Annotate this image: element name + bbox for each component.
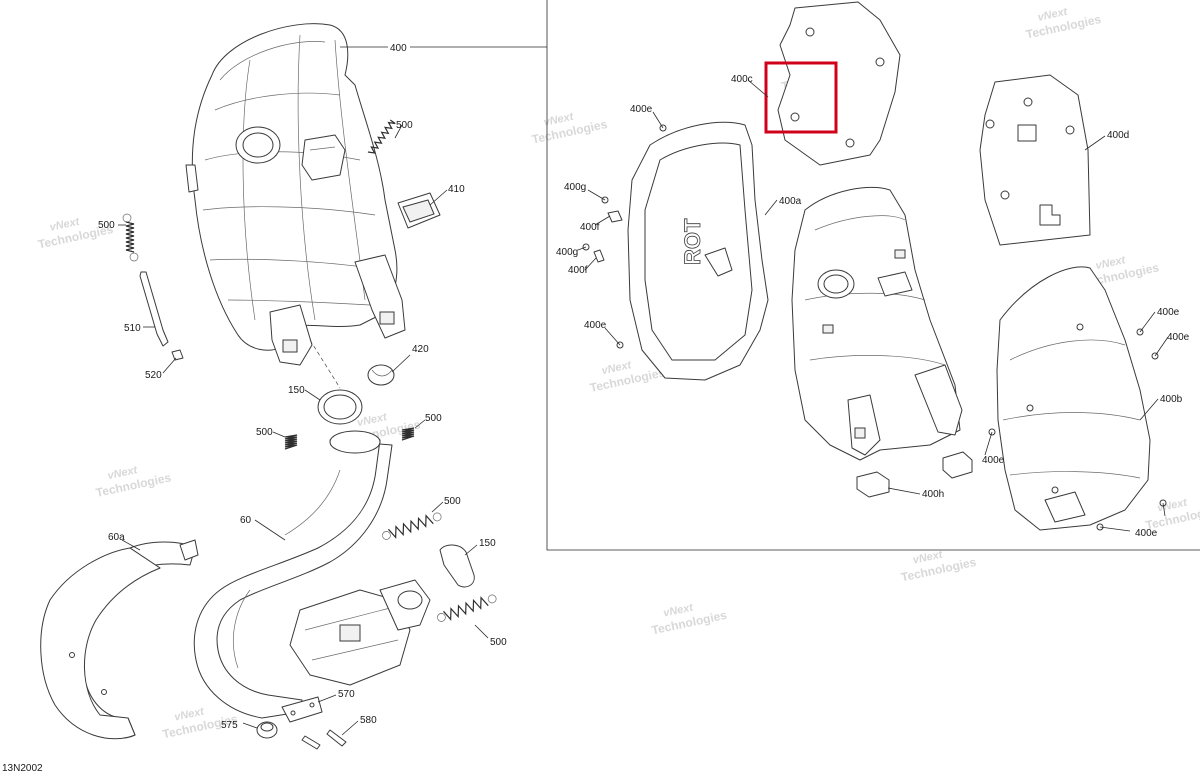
callout-400e: 400e bbox=[1157, 307, 1180, 318]
callout-400e: 400e bbox=[630, 104, 653, 115]
leader-lines bbox=[118, 46, 1169, 736]
detail-frame bbox=[546, 0, 1200, 551]
callout-520: 520 bbox=[145, 370, 162, 381]
clip-400f bbox=[607, 210, 623, 223]
rubber-block-400h bbox=[856, 451, 973, 498]
watermark: vNext Technologies bbox=[900, 548, 978, 584]
heat-shield-60a bbox=[40, 539, 199, 740]
muffler-400 bbox=[185, 23, 406, 366]
seal-ring-150 bbox=[317, 389, 363, 425]
watermark: vNext Technologies bbox=[650, 601, 728, 637]
muffler-body-detail bbox=[791, 186, 963, 461]
clip-400f bbox=[593, 249, 605, 263]
callout-500: 500 bbox=[396, 120, 413, 131]
callout-500: 500 bbox=[98, 220, 115, 231]
callout-400: 400 bbox=[390, 43, 407, 54]
bracket-570 bbox=[281, 696, 323, 723]
callout-400d: 400d bbox=[1107, 130, 1129, 141]
spring-500 bbox=[122, 213, 139, 262]
callout-400e: 400e bbox=[1135, 528, 1158, 539]
seal-ring-150 bbox=[439, 544, 475, 588]
callout-500: 500 bbox=[425, 413, 442, 424]
insulation-plate-400c bbox=[777, 1, 901, 166]
watermark: vNext Technologies bbox=[531, 111, 609, 147]
watermark: vNext Technologies bbox=[95, 464, 173, 500]
inner-shell-400b bbox=[996, 266, 1151, 531]
callout-400e: 400e bbox=[584, 320, 607, 331]
watermark: vNext Technologies bbox=[1025, 6, 1103, 42]
highlight-box bbox=[764, 61, 838, 134]
callout-400e: 400e bbox=[982, 455, 1005, 466]
rubber-mount-410 bbox=[397, 192, 441, 229]
callout-400f: 400f bbox=[580, 222, 600, 233]
callout-150: 150 bbox=[288, 385, 305, 396]
callout-60: 60 bbox=[240, 515, 252, 526]
callout-510: 510 bbox=[124, 323, 141, 334]
callout-150: 150 bbox=[479, 538, 496, 549]
alignment-line bbox=[309, 339, 341, 389]
callout-60a: 60a bbox=[108, 532, 125, 543]
callout-580: 580 bbox=[360, 715, 377, 726]
callout-575: 575 bbox=[221, 720, 238, 731]
callout-400c: 400c bbox=[731, 74, 753, 85]
spring-500 bbox=[437, 594, 497, 622]
bolt-580 bbox=[301, 729, 347, 750]
watermark: vNext Technologies bbox=[1144, 496, 1200, 532]
callout-400a: 400a bbox=[779, 196, 802, 207]
callout-400g: 400g bbox=[556, 247, 578, 258]
callout-400f: 400f bbox=[568, 265, 588, 276]
callout-420: 420 bbox=[412, 344, 429, 355]
spring-500 bbox=[284, 434, 298, 450]
embossed-lettering: ROT bbox=[680, 218, 705, 265]
callout-500: 500 bbox=[256, 427, 273, 438]
bracket-510 bbox=[139, 271, 169, 347]
outer-cover-400a: ROT bbox=[627, 121, 769, 381]
grommet-420 bbox=[367, 364, 395, 386]
callout-400b: 400b bbox=[1160, 394, 1183, 405]
callout-400h: 400h bbox=[922, 489, 944, 500]
nut-520 bbox=[171, 349, 184, 361]
diagram-code: 13N2002 bbox=[2, 763, 43, 774]
callout-500: 500 bbox=[490, 637, 507, 648]
callout-570: 570 bbox=[338, 689, 355, 700]
callout-500: 500 bbox=[444, 496, 461, 507]
bushing-575 bbox=[256, 721, 278, 739]
insulation-plate-400d bbox=[979, 74, 1091, 246]
spring-500 bbox=[367, 119, 396, 154]
exhaust-pipe-60 bbox=[193, 430, 431, 719]
callout-400g: 400g bbox=[564, 182, 586, 193]
callout-410: 410 bbox=[448, 184, 465, 195]
spring-500 bbox=[401, 427, 415, 441]
callout-400e: 400e bbox=[1167, 332, 1190, 343]
spring-500 bbox=[382, 512, 442, 540]
